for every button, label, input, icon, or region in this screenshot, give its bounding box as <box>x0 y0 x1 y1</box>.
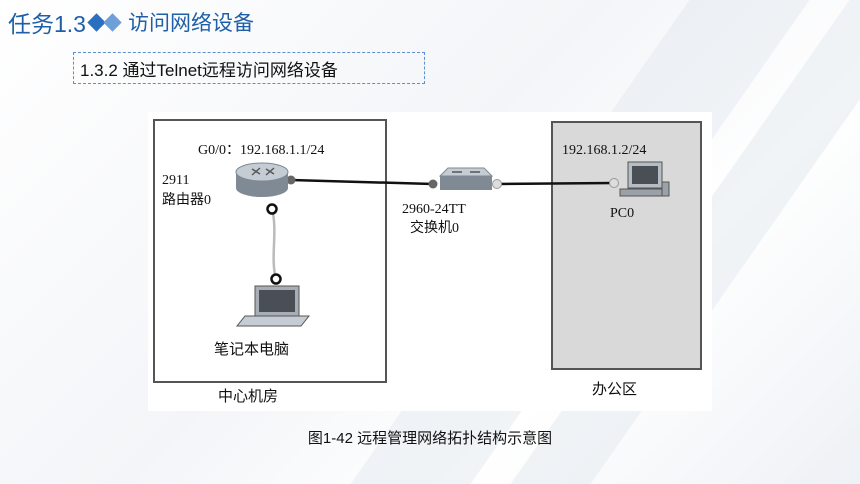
pc-name-label: PC0 <box>610 206 634 221</box>
router-interface-label: G0/0：192.168.1.1/24 <box>198 143 324 158</box>
switch-model-label: 2960-24TT <box>402 202 466 217</box>
switch-name-label: 交换机0 <box>410 219 459 236</box>
console-port-dot <box>270 273 282 285</box>
topology-figure: G0/0：192.168.1.1/24 2911 路由器0 2960-24TT … <box>148 112 712 411</box>
laptop-icon <box>235 285 311 327</box>
switch-icon <box>438 167 494 190</box>
console-link <box>270 208 278 280</box>
zone-right-label: 办公区 <box>592 381 637 398</box>
router-name-label: 路由器0 <box>162 192 211 208</box>
subtitle-text: 1.3.2 通过Telnet远程访问网络设备 <box>80 60 338 80</box>
diamond-icon <box>87 12 122 32</box>
zone-right-box <box>551 121 702 370</box>
router-switch-link <box>290 178 434 186</box>
task-label: 任务1.3 <box>8 11 86 37</box>
switch-pc-link <box>496 181 615 186</box>
laptop-name-label: 笔记本电脑 <box>214 341 289 358</box>
router-port-dot <box>286 175 296 185</box>
pc-icon <box>619 161 670 197</box>
subtitle-box: 1.3.2 通过Telnet远程访问网络设备 <box>73 52 425 84</box>
figure-caption: 图1-42 远程管理网络拓扑结构示意图 <box>307 430 553 447</box>
switch-port-dot <box>428 179 438 189</box>
switch-port-dot <box>492 179 502 189</box>
router-model-label: 2911 <box>162 173 189 188</box>
pc-ip-label: 192.168.1.2/24 <box>562 143 646 158</box>
zone-left-label: 中心机房 <box>218 388 278 405</box>
console-port-dot <box>266 203 278 215</box>
title-row: 任务1.3 访问网络设备 <box>8 6 254 38</box>
pc-port-dot <box>609 178 619 188</box>
router-icon <box>235 162 289 197</box>
task-title: 访问网络设备 <box>127 12 254 35</box>
